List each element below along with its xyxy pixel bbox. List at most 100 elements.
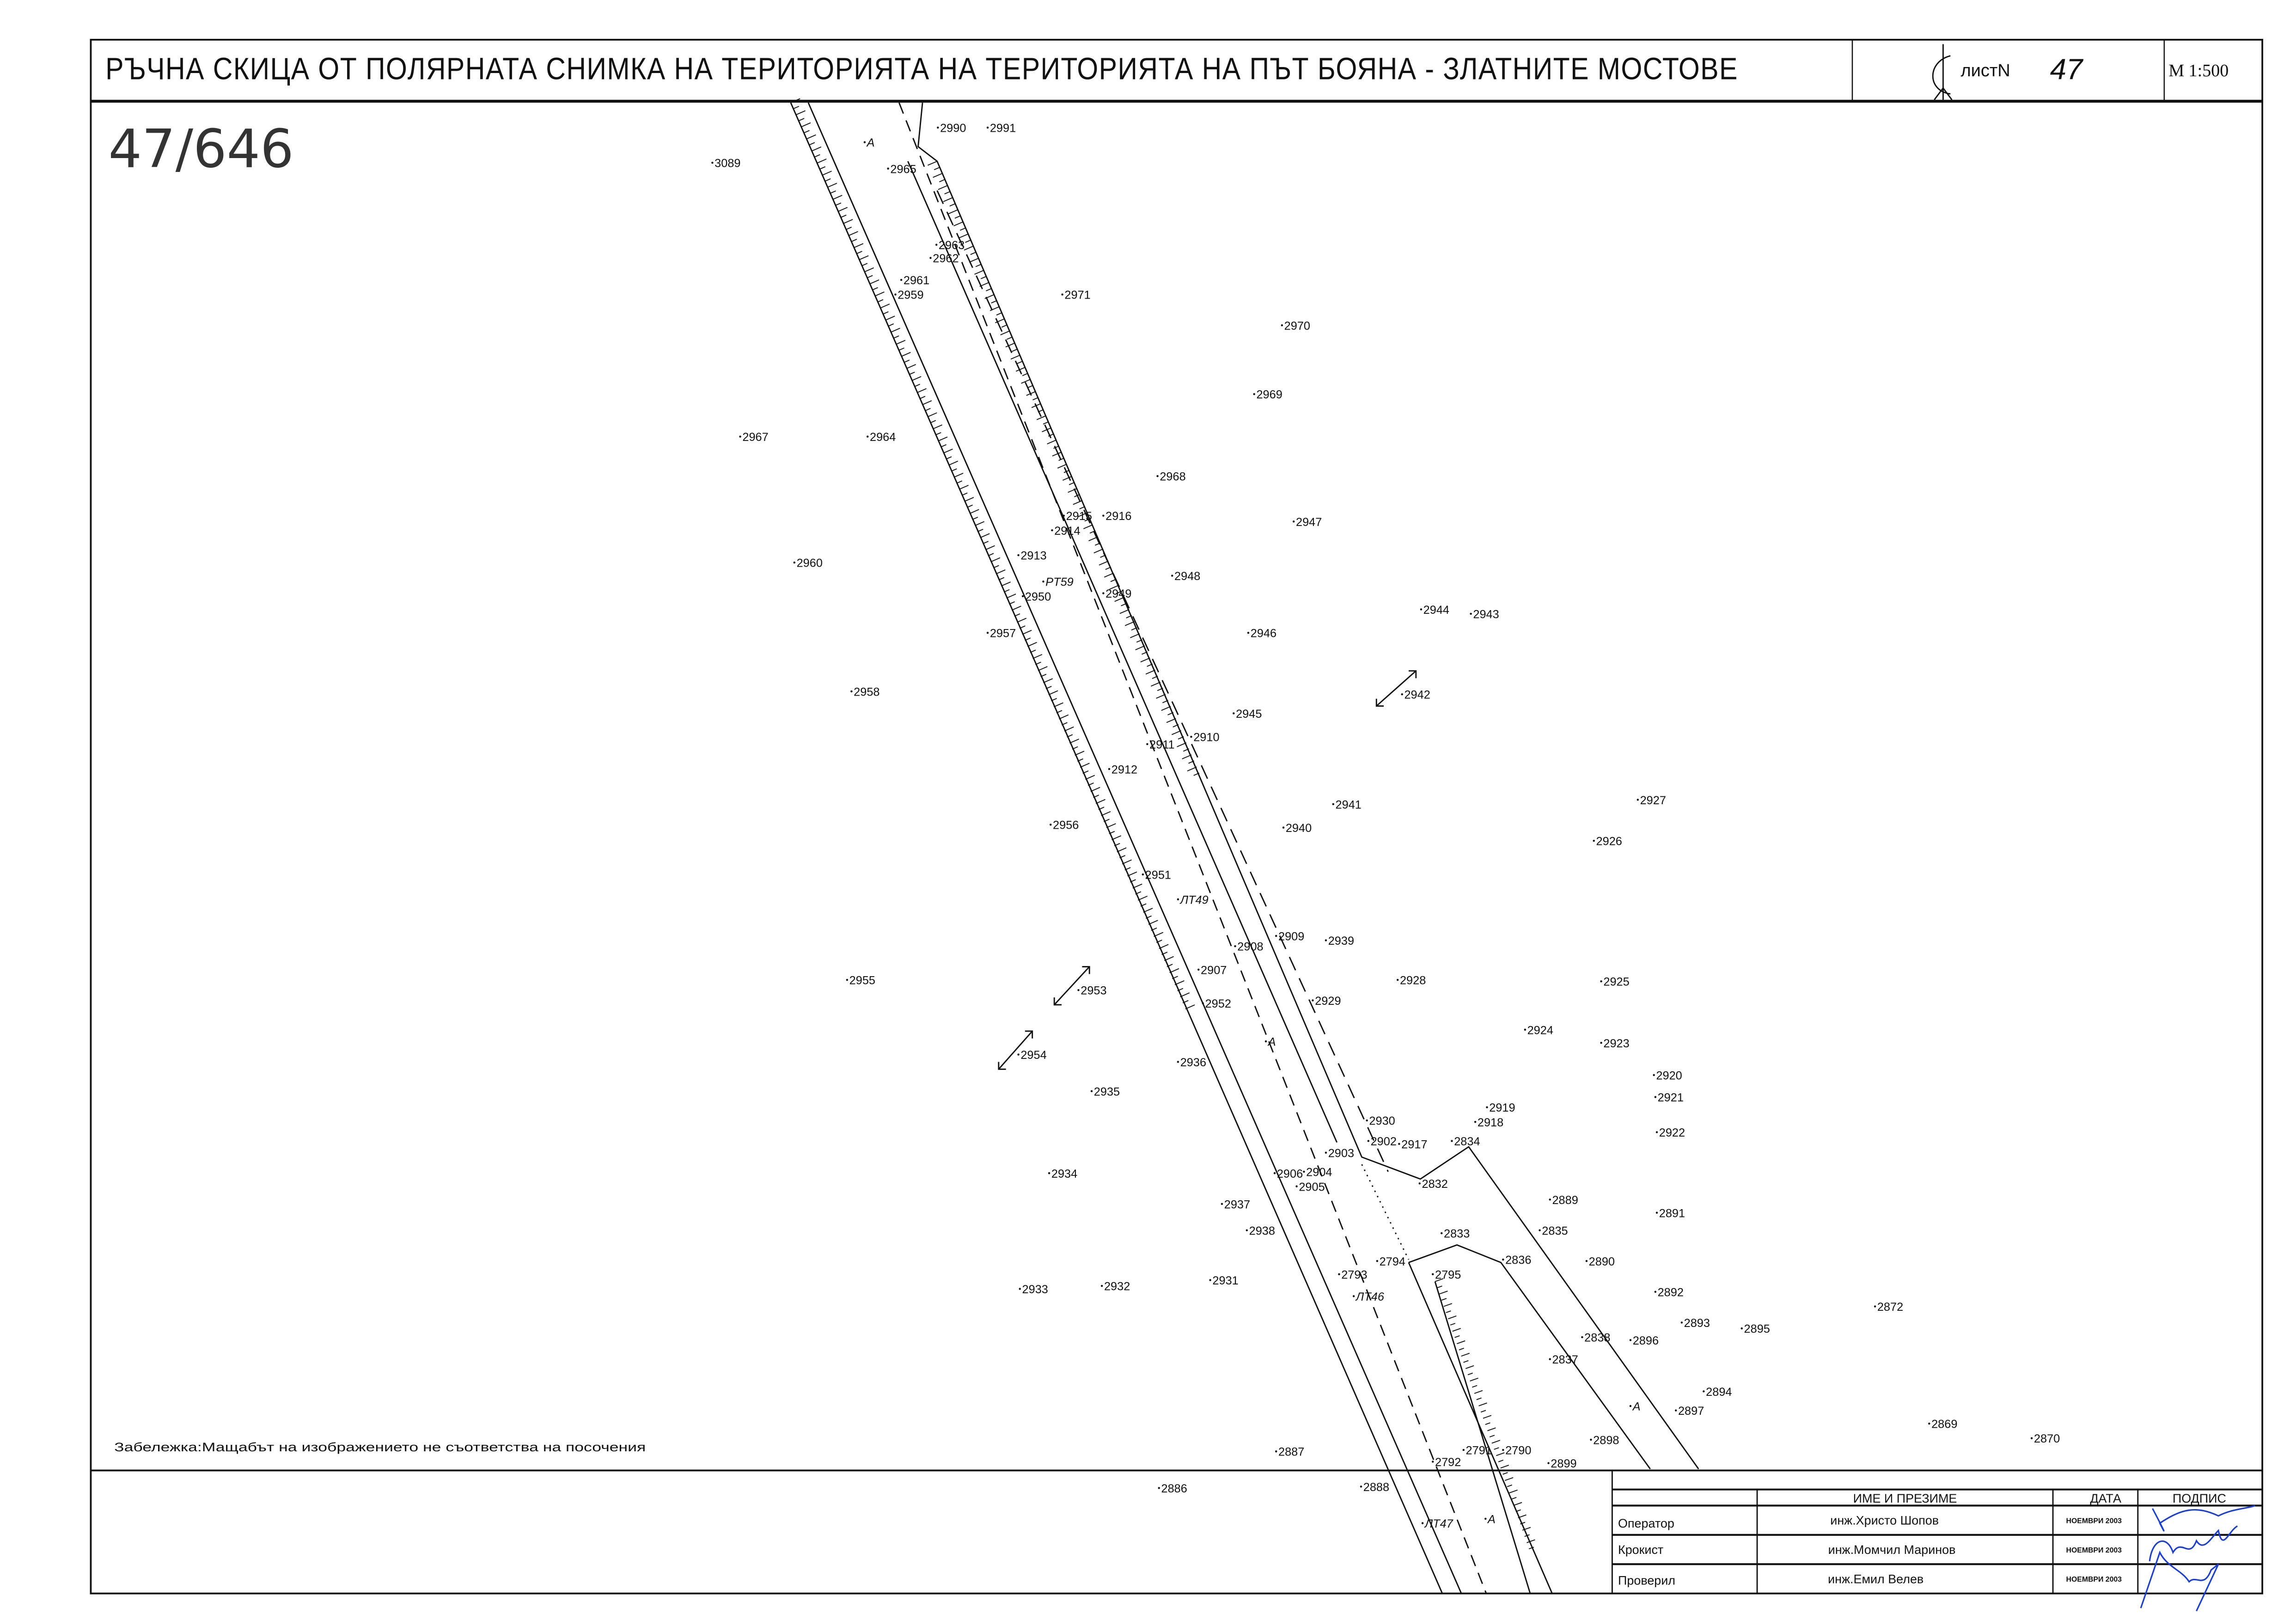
point-marker	[1050, 823, 1052, 826]
hatch-tick	[986, 288, 992, 292]
hatch-tick	[1032, 397, 1039, 401]
hatch-tick	[1094, 542, 1101, 546]
hatch-tick	[1038, 409, 1044, 413]
hatch-tick	[1476, 1397, 1482, 1400]
hatch-tick	[1437, 1285, 1442, 1289]
point-marker	[1048, 1172, 1050, 1174]
point-marker	[1273, 1172, 1276, 1174]
hatch-tick	[846, 226, 852, 230]
point-label: 2933	[1022, 1283, 1048, 1296]
point-marker	[1655, 1211, 1658, 1214]
hatch-tick	[972, 516, 978, 520]
hatch-tick	[948, 209, 959, 214]
point-marker	[1367, 1140, 1370, 1142]
row-name: инж.Христо Шопов	[1830, 1514, 1939, 1528]
point-label: 2835	[1542, 1224, 1568, 1237]
point-marker	[1654, 1096, 1657, 1098]
point-label: 2991	[990, 122, 1016, 135]
hatch-tick	[1114, 843, 1120, 846]
hatch-tick	[1166, 964, 1173, 967]
hatch-tick	[1109, 831, 1115, 834]
hatch-tick	[953, 472, 964, 478]
hatch-tick	[1494, 1447, 1499, 1450]
point-label: 2917	[1401, 1138, 1427, 1151]
point-marker	[1108, 768, 1111, 770]
point-label: PT59	[1045, 576, 1074, 589]
hatch-tick	[1001, 581, 1011, 587]
point-marker	[1100, 1285, 1103, 1287]
point-marker	[1451, 1140, 1453, 1142]
row-role: Проверил	[1618, 1574, 1675, 1588]
hatch-tick	[1043, 678, 1053, 683]
hatch-tick	[953, 221, 964, 226]
point-label: 2932	[1104, 1280, 1130, 1293]
hatch-tick	[1068, 488, 1078, 493]
hatch-tick	[835, 202, 842, 206]
hatch-tick	[924, 408, 931, 411]
hatch-tick	[1064, 726, 1074, 732]
point-label: 2913	[1020, 550, 1046, 562]
hatch-tick	[1159, 944, 1169, 949]
hatch-tick	[814, 154, 820, 158]
point-label: 2956	[1053, 819, 1079, 832]
hatch-tick	[1132, 883, 1142, 889]
hatch-tick	[1109, 585, 1119, 590]
hatch-tick	[1038, 666, 1048, 671]
hatch-tick	[1140, 903, 1147, 907]
point-label: 2915	[1066, 510, 1092, 523]
slope-hatching	[790, 98, 1535, 1550]
hatch-tick	[848, 231, 858, 236]
hatch-tick	[1522, 1527, 1531, 1531]
point-label: 2935	[1094, 1085, 1120, 1098]
point-label: 2893	[1684, 1317, 1710, 1330]
hatch-tick	[1077, 758, 1083, 762]
hatch-tick	[1080, 763, 1090, 768]
point-marker	[1264, 1040, 1267, 1043]
hatch-tick	[993, 565, 999, 569]
hatch-tick	[1483, 1415, 1492, 1419]
point-marker	[1680, 1321, 1683, 1324]
point-marker	[894, 293, 897, 296]
hatch-tick	[975, 521, 985, 526]
hatch-tick	[1010, 355, 1020, 360]
hatch-tick	[864, 267, 874, 273]
hatch-tick	[1093, 795, 1099, 798]
point-marker	[1253, 393, 1255, 395]
point-label: 2949	[1105, 587, 1131, 600]
hatch-tick	[1169, 968, 1179, 973]
hatch-tick	[1130, 879, 1136, 883]
point-label: 3089	[714, 157, 740, 170]
point-label: 2916	[1105, 510, 1131, 523]
hatch-tick	[964, 497, 974, 502]
hatch-tick	[840, 214, 847, 218]
hatch-tick	[938, 436, 948, 442]
hatch-tick	[843, 219, 853, 224]
hatch-tick	[909, 372, 915, 375]
point-label: A	[1632, 1400, 1641, 1413]
point-marker	[1874, 1305, 1876, 1308]
hatch-tick	[832, 195, 843, 200]
arrow-icons	[998, 670, 1417, 1070]
point-label: 2968	[1160, 471, 1185, 483]
point-label: 2936	[1180, 1056, 1206, 1069]
hatch-tick	[1019, 625, 1026, 629]
point-marker	[1051, 529, 1053, 532]
hatch-tick	[795, 110, 806, 116]
point-marker	[1158, 1487, 1160, 1489]
hatch-tick	[1073, 500, 1083, 505]
hatch-tick	[935, 432, 941, 436]
hatch-tick	[1461, 1352, 1470, 1357]
point-marker	[1282, 826, 1285, 829]
hatch-tick	[1193, 772, 1200, 776]
point-label: 2963	[939, 239, 965, 252]
hatch-tick	[985, 545, 995, 550]
hatch-tick	[1178, 736, 1184, 740]
hatch-tick	[1180, 992, 1190, 997]
point-marker	[1420, 608, 1423, 611]
hatch-tick	[961, 492, 968, 496]
hatch-tick	[951, 468, 957, 472]
point-label: 2890	[1589, 1255, 1615, 1268]
point-marker	[935, 244, 938, 246]
hatch-tick	[966, 504, 973, 508]
